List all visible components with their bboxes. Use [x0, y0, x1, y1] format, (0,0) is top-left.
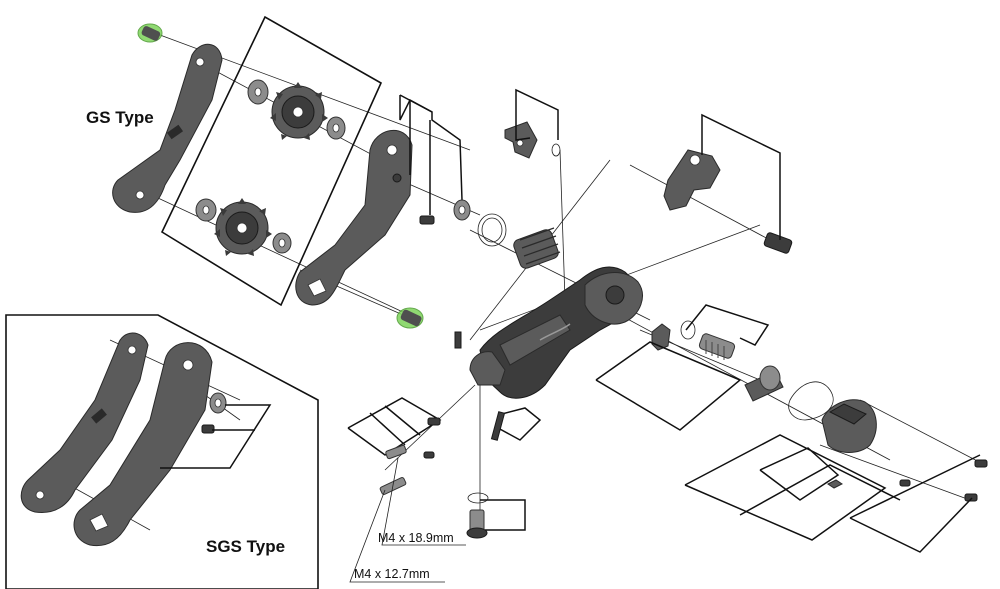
cover-screw-3: [899, 479, 911, 487]
cable-adjust-part: [651, 323, 671, 351]
fixing-bolt-2: [385, 444, 407, 460]
sgs-outer-cage-plate: [20, 332, 149, 514]
sgs-inset-frame: [5, 314, 319, 589]
leader-long-bolt: [381, 457, 466, 546]
sgs-inner-cage-plate: [73, 342, 213, 547]
bracket-fixing-bolts: [347, 397, 442, 456]
lower-pulley-assembly: [195, 198, 292, 256]
gs-pulley-frame: [160, 15, 383, 307]
bracket-mount-bolt: [480, 499, 526, 531]
lower-pulley: [214, 198, 272, 256]
small-pin: [490, 411, 506, 441]
adjust-screw: [698, 333, 736, 360]
cage-stop-bolt: [419, 215, 435, 225]
bolt-long-label: M4 x 18.9mm: [378, 531, 454, 545]
upper-pulley: [270, 82, 328, 140]
fixing-bolt-4: [423, 451, 435, 459]
sgs-type-label: SGS Type: [206, 537, 285, 556]
mount-washer: [467, 492, 489, 504]
fixing-bolt-1: [427, 417, 441, 426]
cover-screw-1: [974, 459, 988, 468]
bracket-cover-screws: [684, 434, 981, 553]
cover-screw-2: [964, 493, 978, 502]
highlighted-bolt-bottom: [396, 307, 424, 329]
bracket-clutch-cylinder: [595, 341, 742, 431]
bolt-short-label: M4 x 12.7mm: [354, 567, 430, 581]
cover-clip: [827, 479, 843, 489]
cage-spring: [513, 227, 561, 269]
b-axle-bolt: [763, 232, 793, 254]
o-ring: [680, 320, 696, 340]
highlighted-bolt-top: [137, 23, 163, 43]
bracket-cage-hardware: [399, 94, 463, 215]
mount-bolt: [466, 509, 488, 539]
bracket-b-link: [701, 113, 781, 240]
leader-short-bolt: [349, 489, 445, 583]
derailleur-main-body: [469, 266, 643, 399]
bracket-cable-guide: [515, 88, 559, 141]
spring-ring: [477, 213, 507, 247]
cable-guide-part: [504, 121, 561, 159]
bracket-sgs-hardware: [160, 404, 272, 469]
upper-pulley-assembly: [247, 79, 346, 140]
b-link-bracket: [663, 149, 721, 211]
clutch-cover: [821, 399, 877, 453]
gs-inner-cage-plate: [295, 129, 413, 306]
body-pin: [454, 331, 462, 349]
sgs-stop-bolt: [201, 424, 215, 434]
bracket-adjust-screw: [685, 304, 770, 346]
gs-outer-cage-plate: [112, 43, 223, 213]
gs-type-label: GS Type: [86, 108, 154, 127]
clutch-cylinder: [744, 365, 784, 402]
bracket-small-pin: [497, 407, 542, 441]
